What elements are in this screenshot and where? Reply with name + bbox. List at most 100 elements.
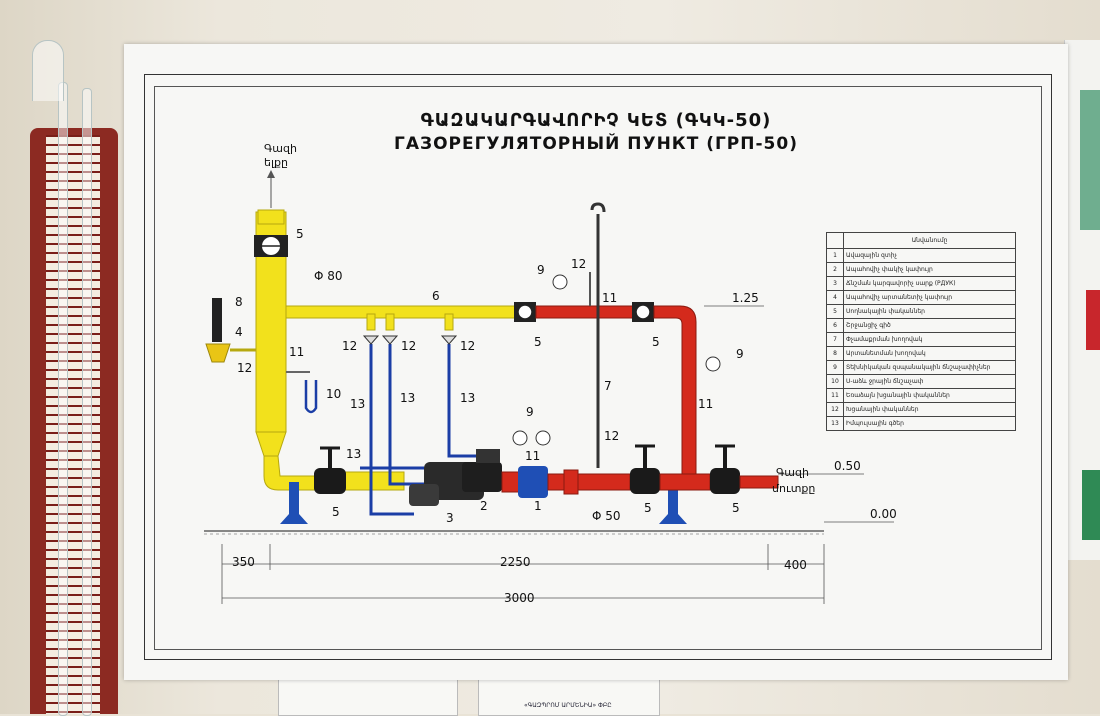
label-diameter-bottom: Φ 50 (592, 509, 621, 523)
bypass-valve-1-disc (517, 304, 533, 320)
pressure-gauge-top (552, 274, 568, 290)
main-valve-middle (630, 468, 660, 494)
relief-valve-4 (205, 343, 231, 363)
pressure-gauge-bottom-2 (535, 430, 551, 446)
pressure-gauge-bottom-1 (512, 430, 528, 446)
red-main-segment-3 (659, 473, 711, 491)
support-right (659, 482, 687, 524)
manometer-tube-left (58, 82, 68, 716)
riser-cap (257, 209, 285, 225)
impulse-line-1 (369, 344, 414, 516)
num-8: 8 (235, 295, 243, 309)
num-9-bottom: 9 (526, 405, 534, 419)
num-5-right: 5 (732, 501, 740, 515)
reducer-cone (255, 431, 287, 457)
title-armenian: ԳԱԶԱԿԱՐԳԱՎՈՐԻՉ ԿԵՏ (ԳԿԿ-50) (420, 110, 772, 131)
filter-1 (518, 466, 548, 498)
support-left (280, 482, 308, 524)
num-12-tap2: 12 (401, 339, 416, 353)
legend-text: Ճնշման կարգավորիչ սարք (РДУК) (843, 276, 1016, 291)
tap-valve-2 (381, 335, 399, 345)
legend-text: Սողնակային փականներ (843, 304, 1016, 319)
outlet-elbow (263, 455, 325, 491)
adjacent-poster-graphic-red (1086, 290, 1100, 350)
num-13-d: 13 (346, 447, 361, 461)
legend-num: 2 (826, 262, 844, 277)
legend-num: 4 (826, 290, 844, 305)
yellow-connector (343, 471, 405, 491)
num-5-bypass1: 5 (534, 335, 542, 349)
adjacent-poster-graphic (1080, 90, 1100, 230)
vent-pipe-8 (212, 298, 222, 342)
impulse-line-3 (447, 344, 486, 458)
tap-valve-3 (440, 335, 458, 345)
dim-middle: 2250 (500, 555, 531, 569)
num-5-middle: 5 (644, 501, 652, 515)
shutoff-valve-2 (462, 462, 502, 492)
legend-text: U-աձև ջրային ճնշաչափ (843, 374, 1016, 389)
legend-text: Իմպուլսային գծեր (843, 416, 1016, 431)
num-11-regulator: 11 (525, 449, 540, 463)
num-5-left: 5 (332, 505, 340, 519)
num-3: 3 (446, 511, 454, 525)
num-4: 4 (235, 325, 243, 339)
legend-num: 3 (826, 276, 844, 291)
main-valve-right (710, 468, 740, 494)
num-9-top: 9 (537, 263, 545, 277)
outlet-label-line2: ելքը (264, 156, 288, 169)
poster-frame-outer (144, 74, 1052, 660)
num-10: 10 (326, 387, 341, 401)
label-diameter-top: Φ 80 (314, 269, 343, 283)
num-11-top: 11 (602, 291, 617, 305)
red-flange (563, 469, 579, 495)
legend-text: Ապահովիչ արտանետիչ կափույր (843, 290, 1016, 305)
num-5-bypass2: 5 (652, 335, 660, 349)
num-1: 1 (534, 499, 542, 513)
inlet-label-line1: Գազի (776, 466, 809, 479)
num-11-left: 11 (289, 345, 304, 359)
legend-text: Տեխնիկական զսպանակային ճնշաչափիչներ (843, 360, 1016, 375)
legend-text: Ավազային զտիչ (843, 248, 1016, 263)
manometer-tube-right (82, 88, 92, 716)
red-main-segment-2 (547, 473, 631, 491)
bypass-line-yellow (285, 305, 517, 319)
gas-regulator-poster: ԳԱԶԱԿԱՐԳԱՎՈՐԻՉ ԿԵՏ (ԳԿԿ-50) ГАЗОРЕГУЛЯТО… (124, 44, 1068, 680)
impulse-line-2 (388, 344, 424, 486)
impulse-tap-2 (385, 313, 395, 331)
legend-num: 10 (826, 374, 844, 389)
legend-num: 8 (826, 346, 844, 361)
main-valve-left (314, 468, 346, 494)
label-level-upper: 1.25 (732, 291, 759, 305)
num-13-c: 13 (460, 391, 475, 405)
legend-num: 11 (826, 388, 844, 403)
gas-regulator-schematic: Գազի ելքը Φ 80 Φ 50 1.25 0.50 0.00 Գազի … (204, 142, 897, 605)
legend-num: 7 (826, 332, 844, 347)
num-7: 7 (604, 379, 612, 393)
pressure-gauge-right (705, 356, 721, 372)
info-card-right (478, 674, 660, 716)
legend-num: 6 (826, 318, 844, 333)
inlet-pipe (739, 475, 779, 489)
bypass-valve-2-disc (635, 304, 651, 320)
dim-total: 3000 (504, 591, 535, 605)
adjacent-poster-graphic-green (1082, 470, 1100, 540)
legend-num: 1 (826, 248, 844, 263)
manometer-tube-bend (32, 40, 64, 101)
num-12-relief: 12 (237, 361, 252, 375)
poster-frame-inner (154, 86, 1042, 650)
legend-header-num (826, 232, 844, 249)
legend-header: Անվանումը (843, 232, 1016, 249)
legend-num: 5 (826, 304, 844, 319)
dim-left: 350 (232, 555, 255, 569)
num-12-purge: 12 (604, 429, 619, 443)
